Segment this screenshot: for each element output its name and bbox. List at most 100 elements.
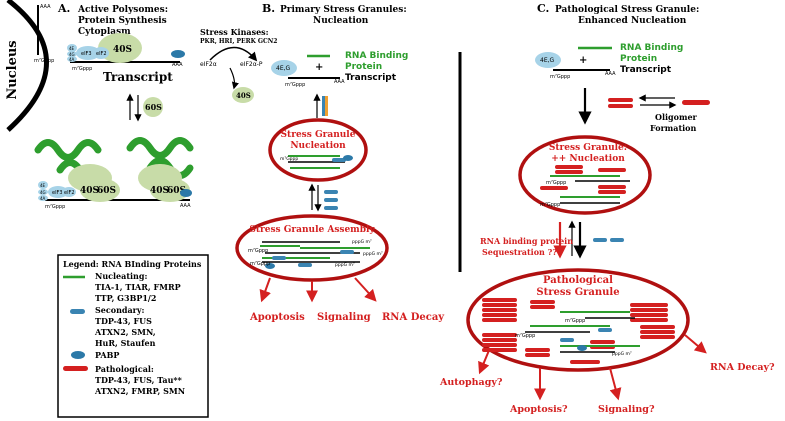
svg-text:4A: 4A bbox=[69, 57, 75, 62]
svg-text:pppG m⁷: pppG m⁷ bbox=[363, 251, 383, 257]
svg-text:Stress Granule Assembly: Stress Granule Assembly bbox=[249, 225, 375, 235]
transcript-label: Transcript bbox=[103, 70, 173, 84]
svg-text:AAA: AAA bbox=[180, 203, 191, 209]
svg-text:4E,G: 4E,G bbox=[540, 57, 555, 64]
svg-text:RNA Binding: RNA Binding bbox=[345, 51, 408, 61]
svg-text:eIF2: eIF2 bbox=[96, 51, 107, 57]
panel-b-title-1: Primary Stress Granules: bbox=[280, 5, 407, 15]
svg-text:TDP-43, FUS, Tau**: TDP-43, FUS, Tau** bbox=[95, 375, 183, 385]
svg-text:4A: 4A bbox=[40, 196, 46, 201]
svg-text:Stress Granule: Stress Granule bbox=[281, 130, 356, 140]
free-40s bbox=[232, 87, 254, 103]
svg-text:4E: 4E bbox=[40, 183, 46, 188]
outcome-apoptosis: Apoptosis bbox=[249, 312, 305, 323]
panel-a-title-2: Protein Synthesis bbox=[78, 16, 167, 26]
svg-text:eIF2: eIF2 bbox=[64, 190, 75, 196]
nucleus-membrane bbox=[6, 0, 49, 132]
svg-text:Pathological:: Pathological: bbox=[95, 364, 154, 374]
oligomer-label-1: Oligomer bbox=[655, 112, 698, 122]
panel-a-letter: A. bbox=[57, 2, 70, 15]
outcome-signaling: Signaling bbox=[317, 312, 371, 323]
panel-a-title-1: Active Polysomes: bbox=[77, 5, 168, 15]
outcome-rna-decay-c: RNA Decay? bbox=[710, 362, 775, 373]
outcome-autophagy: Autophagy? bbox=[439, 377, 503, 388]
svg-text:ATXN2, FMRP, SMN: ATXN2, FMRP, SMN bbox=[94, 386, 185, 396]
svg-text:60S: 60S bbox=[97, 186, 116, 196]
eif2a-label: eIF2α bbox=[200, 61, 217, 68]
svg-text:4E: 4E bbox=[69, 46, 75, 51]
outcome-rna-decay: RNA Decay bbox=[382, 312, 445, 323]
svg-text:m⁷Gppp: m⁷Gppp bbox=[550, 74, 570, 80]
svg-text:m⁷Gppp: m⁷Gppp bbox=[72, 66, 92, 72]
svg-text:m⁷Gppp: m⁷Gppp bbox=[285, 82, 305, 88]
panel-b-letter: B. bbox=[262, 2, 275, 15]
svg-text:RNA Binding: RNA Binding bbox=[620, 43, 683, 53]
svg-text:AAA: AAA bbox=[172, 62, 183, 68]
nucleus-label: Nucleus bbox=[5, 40, 20, 99]
svg-text:m⁷Gppp: m⁷Gppp bbox=[546, 180, 566, 186]
svg-text:eIF3: eIF3 bbox=[52, 190, 63, 196]
svg-text:Pathological: Pathological bbox=[543, 275, 613, 286]
stress-kinases-list: PKR, HRI, PERK GCN2 bbox=[200, 38, 277, 45]
stress-kinases-title: Stress Kinases: bbox=[200, 27, 269, 37]
svg-text:Secondary:: Secondary: bbox=[95, 305, 145, 315]
svg-text:Protein: Protein bbox=[345, 62, 382, 72]
svg-text:m⁷Gppp: m⁷Gppp bbox=[280, 156, 298, 162]
polysome: 40S 60S 40S 60S eIF3 eIF2 4E 4G 4A m⁷Gpp… bbox=[34, 137, 194, 210]
svg-text:eIF3: eIF3 bbox=[81, 51, 92, 57]
oligomer-label-2: Formation bbox=[650, 123, 697, 133]
svg-text:m⁷Gppp: m⁷Gppp bbox=[34, 58, 54, 64]
svg-text:m⁷Gppp: m⁷Gppp bbox=[515, 333, 535, 339]
svg-text:+: + bbox=[315, 62, 323, 73]
pabp-dot bbox=[171, 50, 185, 58]
panel-c: C. Pathological Stress Granule: Enhanced… bbox=[439, 2, 775, 415]
legend: Legend: RNA BInding Proteins Nucleating:… bbox=[57, 254, 209, 418]
panel-b-title-2: Nucleation bbox=[313, 16, 369, 26]
svg-text:pppG m⁷: pppG m⁷ bbox=[352, 239, 372, 245]
panel-b: B. Primary Stress Granules: Nucleation 4… bbox=[235, 2, 445, 323]
svg-text:Stress Granule:: Stress Granule: bbox=[549, 143, 627, 153]
svg-text:m⁷Gppp: m⁷Gppp bbox=[565, 318, 585, 324]
panel-c-title-1: Pathological Stress Granule: bbox=[555, 5, 699, 15]
sg-nucleation-oval bbox=[268, 118, 368, 182]
svg-text:pppG m⁷: pppG m⁷ bbox=[335, 262, 355, 268]
svg-text:PABP: PABP bbox=[95, 350, 119, 360]
eif2-blob bbox=[93, 47, 109, 59]
ribosome-60s bbox=[143, 97, 163, 117]
svg-text:Nucleating:: Nucleating: bbox=[95, 271, 147, 281]
initiation-complex: 40S eIF3 eIF2 4E 4G 4A m⁷Gppp AAA Transc… bbox=[67, 33, 185, 84]
svg-text:m⁷Gppp: m⁷Gppp bbox=[45, 204, 65, 210]
svg-text:HuR, Staufen: HuR, Staufen bbox=[95, 338, 156, 348]
outcome-signaling-c: Signaling? bbox=[598, 404, 655, 415]
svg-text:40S: 40S bbox=[80, 186, 99, 196]
panel-a: Nucleus AAA m⁷Gppp A. Active Polysomes: … bbox=[5, 0, 277, 210]
svg-text:++ Nucleation: ++ Nucleation bbox=[551, 154, 625, 164]
svg-text:40S: 40S bbox=[113, 45, 132, 55]
svg-text:TDP-43, FUS: TDP-43, FUS bbox=[95, 316, 152, 326]
svg-text:AAA: AAA bbox=[605, 71, 616, 77]
cytoplasm-label: Cytoplasm bbox=[78, 27, 131, 37]
svg-text:m⁷Gppp: m⁷Gppp bbox=[540, 202, 560, 208]
svg-text:Stress Granule: Stress Granule bbox=[536, 287, 619, 298]
svg-text:Nucleation: Nucleation bbox=[290, 141, 346, 151]
eif3-blob bbox=[76, 46, 100, 60]
sequestration-label-2: Sequestration ?? bbox=[482, 247, 557, 257]
svg-text:+: + bbox=[579, 55, 587, 66]
svg-text:AAA: AAA bbox=[40, 4, 51, 10]
svg-text:TTP, G3BP1/2: TTP, G3BP1/2 bbox=[95, 293, 156, 303]
svg-text:4G: 4G bbox=[69, 52, 75, 57]
sequestration-label-1: RNA binding protein bbox=[480, 236, 573, 246]
svg-text:AAA: AAA bbox=[334, 79, 345, 85]
pathological-aggregates: m⁷Gppp m⁷Gppp pppG m⁷ bbox=[482, 298, 675, 364]
svg-text:4E,G: 4E,G bbox=[276, 65, 291, 72]
svg-text:ATXN2, SMN,: ATXN2, SMN, bbox=[94, 327, 156, 337]
svg-text:m⁷Gppp: m⁷Gppp bbox=[248, 248, 268, 254]
svg-text:60S: 60S bbox=[145, 102, 162, 112]
svg-text:40S: 40S bbox=[236, 91, 251, 100]
svg-text:60S: 60S bbox=[167, 186, 186, 196]
legend-title: Legend: RNA BInding Proteins bbox=[63, 259, 202, 269]
svg-text:40S: 40S bbox=[150, 186, 169, 196]
panel-c-title-2: Enhanced Nucleation bbox=[578, 16, 687, 26]
svg-text:Transcript: Transcript bbox=[345, 73, 397, 83]
